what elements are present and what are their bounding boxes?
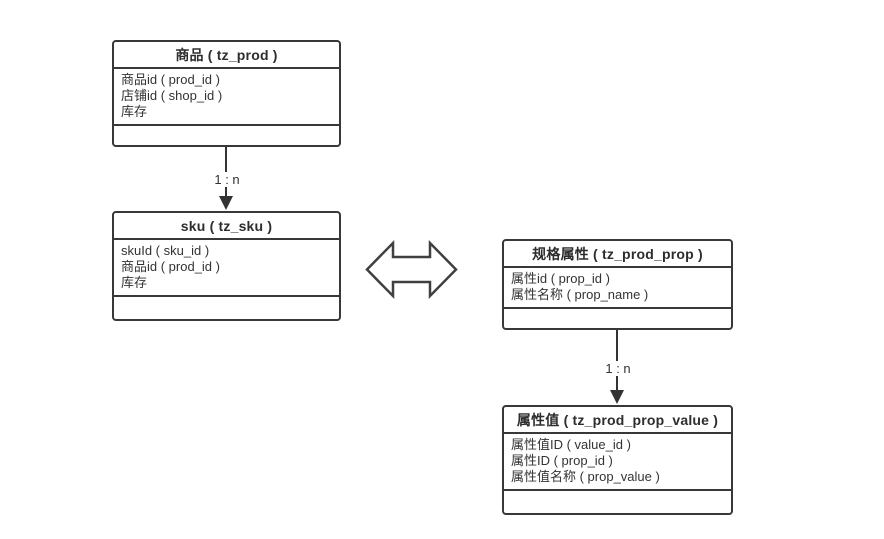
entity-prop-title: 规格属性 ( tz_prod_prop ): [504, 241, 731, 268]
entity-field: 商品id ( prod_id ): [121, 72, 220, 87]
entity-footer-empty: [504, 309, 731, 328]
entity-prop-value-title: 属性值 ( tz_prod_prop_value ): [504, 407, 731, 434]
double-arrow-icon: [365, 239, 458, 300]
entity-field: 属性id ( prop_id ): [511, 271, 610, 286]
entity-prod: 商品 ( tz_prod ) 商品id ( prod_id ) 店铺id ( s…: [112, 40, 341, 147]
entity-sku-title: sku ( tz_sku ): [114, 213, 339, 240]
entity-field: 属性值名称 ( prop_value ): [511, 469, 660, 484]
arrowhead-down-icon: [219, 196, 233, 210]
cardinality-label: 1 : n: [601, 361, 635, 376]
entity-prod-fields: 商品id ( prod_id ) 店铺id ( shop_id ) 库存: [114, 69, 339, 126]
entity-field: 库存: [121, 104, 148, 119]
entity-field: 库存: [121, 275, 148, 290]
entity-field: 店铺id ( shop_id ): [121, 88, 223, 103]
entity-field: skuId ( sku_id ): [121, 243, 210, 258]
entity-footer-empty: [504, 491, 731, 513]
entity-sku-fields: skuId ( sku_id ) 商品id ( prod_id ) 库存: [114, 240, 339, 297]
entity-footer-empty: [114, 126, 339, 145]
entity-prop-fields: 属性id ( prop_id ) 属性名称 ( prop_name ): [504, 268, 731, 309]
entity-field: 商品id ( prod_id ): [121, 259, 220, 274]
entity-prop-value: 属性值 ( tz_prod_prop_value ) 属性值ID ( value…: [502, 405, 733, 515]
entity-field: 属性名称 ( prop_name ): [511, 287, 649, 302]
arrowhead-down-icon: [610, 390, 624, 404]
cardinality-label: 1 : n: [210, 172, 244, 187]
entity-sku: sku ( tz_sku ) skuId ( sku_id ) 商品id ( p…: [112, 211, 341, 321]
entity-prop: 规格属性 ( tz_prod_prop ) 属性id ( prop_id ) 属…: [502, 239, 733, 330]
entity-field: 属性ID ( prop_id ): [511, 453, 613, 468]
entity-field: 属性值ID ( value_id ): [511, 437, 631, 452]
entity-prop-value-fields: 属性值ID ( value_id ) 属性ID ( prop_id ) 属性值名…: [504, 434, 731, 491]
entity-prod-title: 商品 ( tz_prod ): [114, 42, 339, 69]
entity-footer-empty: [114, 297, 339, 319]
